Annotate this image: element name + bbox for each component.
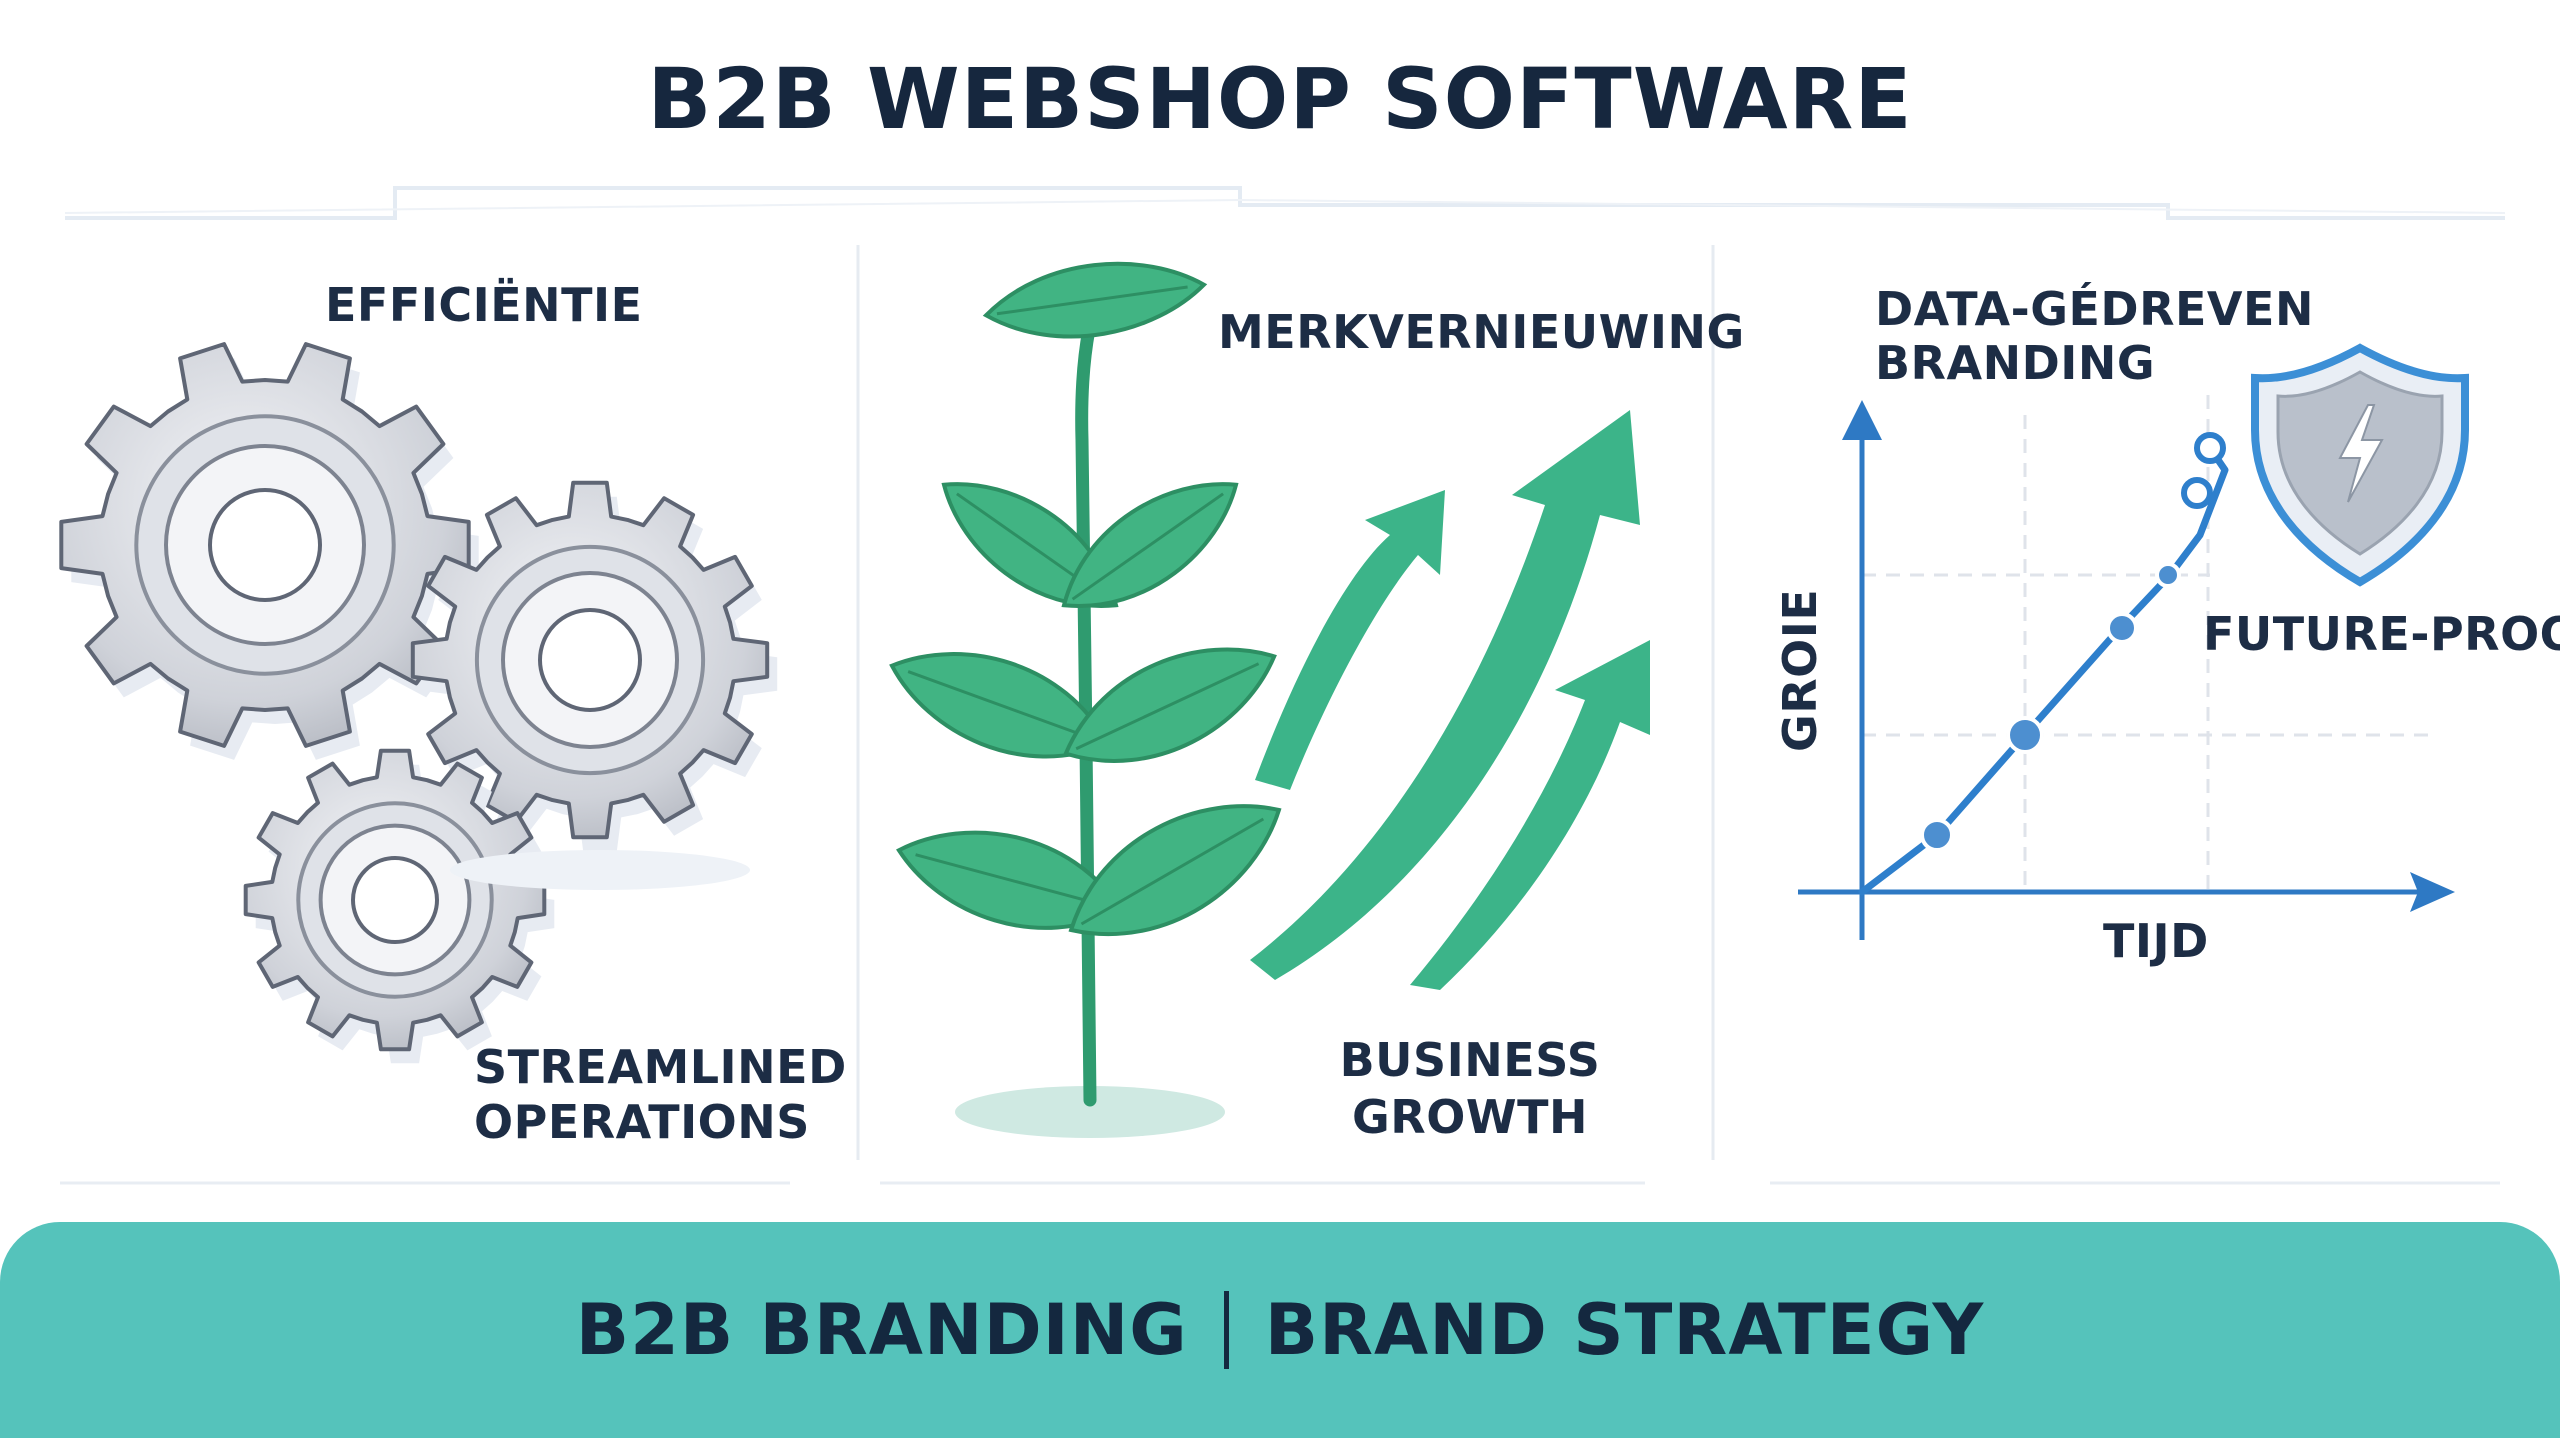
efficiency-caption-line2: OPERATIONS xyxy=(474,1095,810,1149)
data-heading-line2: BRANDING xyxy=(1875,336,2156,390)
growth-line xyxy=(1858,444,2229,896)
future-proof-label: FUTURE-PROOF xyxy=(2203,607,2560,661)
footer-right-text: BRAND STRATEGY xyxy=(1264,1289,1985,1371)
data-heading-line1: DATA-GÉDREVEN xyxy=(1875,282,2314,336)
efficiency-caption-line1: STREAMLINED xyxy=(474,1040,847,1094)
x-axis-label: TIJD xyxy=(2103,914,2209,968)
chart-axes xyxy=(1798,400,2455,940)
renewal-heading: MERKVERNIEUWING xyxy=(1218,305,1745,359)
page-title: B2B WEBSHOP SOFTWARE xyxy=(647,50,1913,148)
renewal-caption-line1: BUSINESS xyxy=(1339,1033,1601,1087)
y-axis-label: GROIE xyxy=(1773,588,1827,752)
footer-divider xyxy=(1223,1291,1229,1369)
efficiency-heading: EFFICIËNTIE xyxy=(325,278,643,332)
growth-points xyxy=(1920,562,2181,852)
footer-left-text: B2B BRANDING xyxy=(575,1289,1188,1371)
renewal-caption-line2: GROWTH xyxy=(1352,1090,1588,1144)
shield-lightning-icon xyxy=(2251,343,2469,587)
growth-arrows xyxy=(1250,410,1650,990)
gear-large xyxy=(59,342,479,760)
footer-banner: B2B BRANDING BRAND STRATEGY xyxy=(0,1222,2560,1438)
gear-medium xyxy=(410,480,778,852)
gear-small xyxy=(243,748,555,1064)
